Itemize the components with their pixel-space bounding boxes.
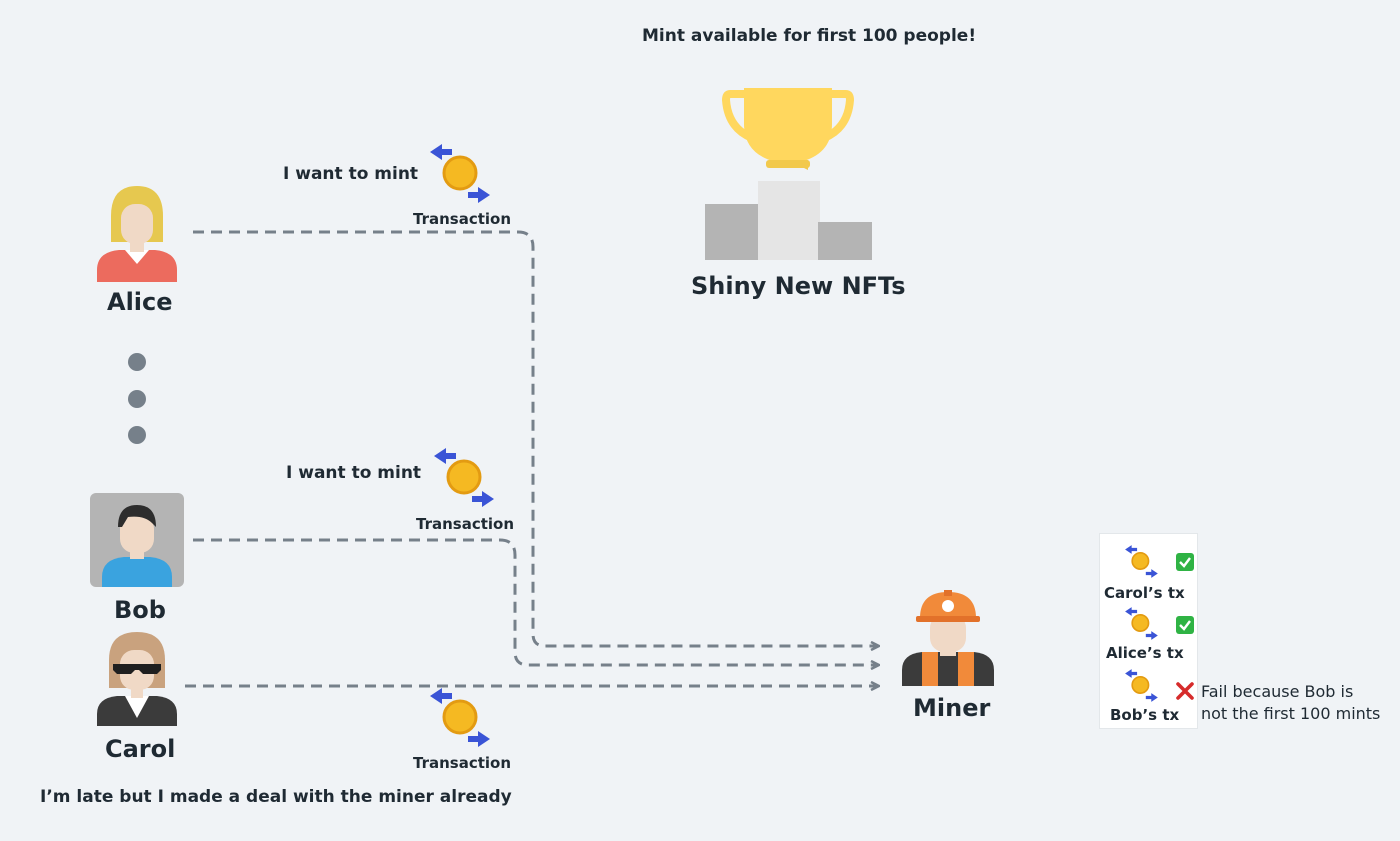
coin-transfer-icon [1124, 545, 1160, 578]
header-title: Mint available for first 100 people! [642, 26, 977, 46]
success-check-icon [1176, 616, 1194, 634]
success-check-icon [1176, 553, 1194, 571]
trophy-podium-icon [700, 84, 880, 264]
alice-name: Alice [107, 288, 173, 316]
miner-name: Miner [913, 694, 991, 722]
ellipsis-dot [128, 390, 146, 408]
miner-avatar [900, 588, 996, 686]
alice-connector [193, 230, 878, 646]
carol-message: I’m late but I made a deal with the mine… [40, 787, 512, 807]
ellipsis-dot [128, 426, 146, 444]
fail-note-line: Fail because Bob is [1201, 682, 1354, 701]
carol-name: Carol [105, 735, 176, 763]
bob-message: I want to mint [286, 463, 422, 483]
block-entry-label: Bob’s tx [1110, 706, 1180, 724]
bob-avatar [90, 493, 184, 587]
block-entry-label: Carol’s tx [1104, 584, 1185, 602]
fail-note: Fail because Bob is not the first 100 mi… [1201, 681, 1380, 725]
coin-transfer-icon [428, 142, 494, 208]
block-entry-label: Alice’s tx [1106, 644, 1184, 662]
coin-transfer-icon [428, 686, 494, 752]
fail-x-icon [1175, 681, 1195, 701]
alice-tx-label: Transaction [413, 210, 512, 228]
fail-note-line: not the first 100 mints [1201, 704, 1381, 723]
carol-tx-label: Transaction [413, 754, 512, 772]
coin-transfer-icon [432, 446, 498, 512]
alice-message: I want to mint [283, 164, 419, 184]
prize-label: Shiny New NFTs [691, 272, 906, 300]
alice-avatar [95, 186, 179, 282]
bob-name: Bob [114, 596, 166, 624]
bob-connector [193, 538, 878, 665]
block-tx-list: Carol’s tx Alice’s tx Bob’s tx [1099, 533, 1198, 729]
coin-transfer-icon [1124, 607, 1160, 640]
ellipsis-dot [128, 353, 146, 371]
bob-tx-label: Transaction [416, 515, 515, 533]
carol-avatar [95, 630, 179, 726]
coin-transfer-icon [1124, 669, 1160, 702]
